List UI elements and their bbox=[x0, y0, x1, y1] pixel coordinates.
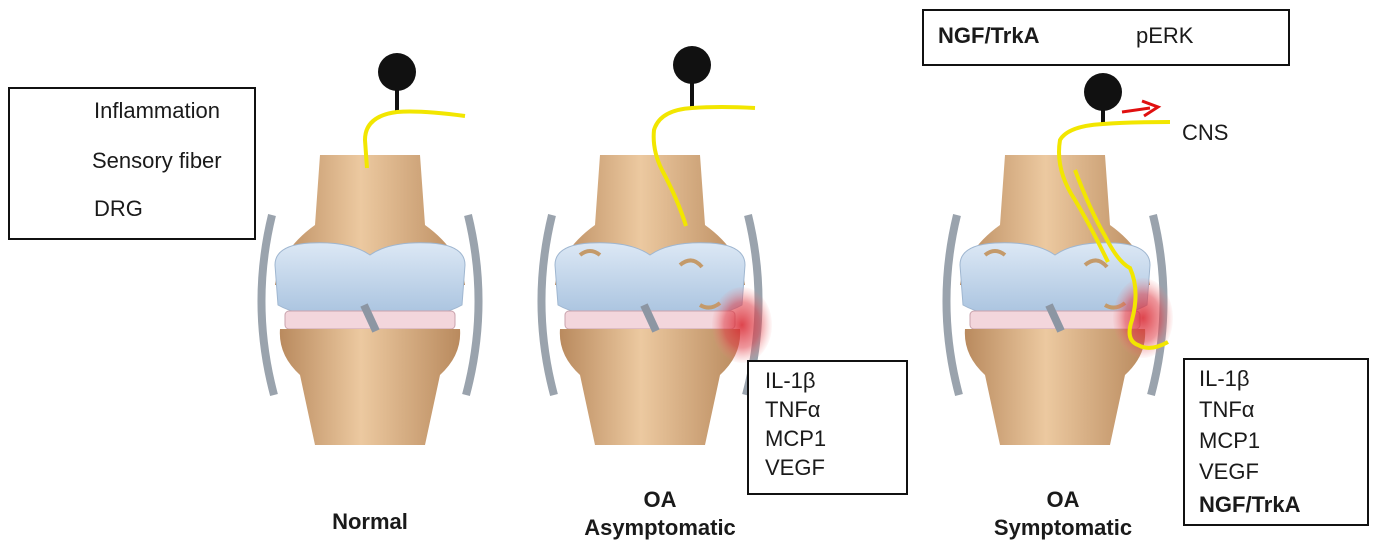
marker-il1b: IL-1β bbox=[1199, 368, 1250, 390]
inflammation-asymptomatic bbox=[712, 287, 772, 363]
knee-normal bbox=[261, 155, 478, 445]
caption-asymptomatic-line1: OA bbox=[560, 486, 760, 514]
caption-symptomatic-line1: OA bbox=[963, 486, 1163, 514]
cns-label: CNS bbox=[1182, 122, 1228, 144]
marker-ngf-trka: NGF/TrkA bbox=[1199, 494, 1300, 516]
caption-symptomatic: OA Symptomatic bbox=[963, 486, 1163, 541]
legend-drg-label: DRG bbox=[94, 198, 143, 220]
pathway-ngf-trka: NGF/TrkA bbox=[938, 25, 1039, 47]
marker-tnfa: TNFα bbox=[1199, 399, 1254, 421]
drg-asymptomatic bbox=[673, 46, 711, 108]
caption-asymptomatic-line2: Asymptomatic bbox=[560, 514, 760, 542]
marker-mcp1: MCP1 bbox=[1199, 430, 1260, 452]
caption-normal: Normal bbox=[270, 508, 470, 536]
pathway-perk: pERK bbox=[1136, 25, 1193, 47]
legend-inflammation-label: Inflammation bbox=[94, 100, 220, 122]
marker-mcp1: MCP1 bbox=[765, 428, 826, 450]
marker-vegf: VEGF bbox=[1199, 461, 1259, 483]
legend-sensory-fiber-label: Sensory fiber bbox=[92, 150, 222, 172]
marker-vegf: VEGF bbox=[765, 457, 825, 479]
caption-normal-text: Normal bbox=[332, 509, 408, 534]
caption-asymptomatic: OA Asymptomatic bbox=[560, 486, 760, 541]
drg-normal bbox=[378, 53, 416, 112]
marker-il1b: IL-1β bbox=[765, 370, 816, 392]
marker-tnfa: TNFα bbox=[765, 399, 820, 421]
drg-symptomatic bbox=[1084, 73, 1122, 124]
caption-symptomatic-line2: Symptomatic bbox=[963, 514, 1163, 542]
right-arrow-icon bbox=[1122, 101, 1158, 116]
